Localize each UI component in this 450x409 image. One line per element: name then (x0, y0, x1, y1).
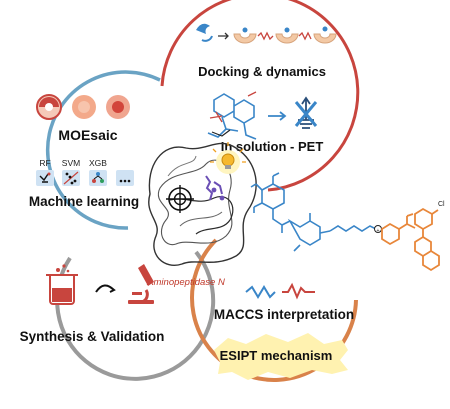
microscope-icon (128, 264, 154, 304)
docking-icons (196, 23, 337, 44)
blue-wave-icon (245, 285, 276, 299)
pet-arrow-icon (268, 111, 287, 121)
svm-model-icon (62, 170, 80, 186)
protein-pocket-icon (313, 26, 337, 44)
red-wave-icon (282, 282, 315, 300)
ml-model-label: XGB (89, 158, 107, 168)
ml-models: RF SVM XGB (36, 158, 134, 186)
ml-label: Machine learning (29, 194, 139, 209)
rf-model-icon (36, 170, 54, 186)
beaker-icon (46, 264, 78, 305)
blue-ring-arc (45, 70, 161, 230)
svg-text:+: + (377, 228, 380, 234)
esipt-label: ESIPT mechanism (220, 348, 333, 363)
moesaic-target-icons (36, 94, 130, 120)
orange-fragment (381, 207, 440, 272)
crosshair-icon (166, 185, 194, 213)
gray-ring-arc (55, 250, 216, 381)
protein-pocket-icon (196, 23, 213, 42)
quenched-signal-icon (294, 96, 318, 129)
maccs-label: MACCS interpretation (214, 307, 354, 322)
pet-label: In solution - PET (221, 139, 324, 154)
protein-pocket-icon (233, 27, 257, 44)
maccs-wave-icons (245, 282, 315, 300)
blue-fragment (250, 172, 331, 252)
target-icon (36, 94, 62, 120)
arrow-icon (218, 32, 229, 40)
pet-molecule-icon (207, 91, 257, 140)
xgb-model-icon (89, 170, 107, 186)
probe-molecule: + Cl (250, 172, 445, 272)
light-bulb-icon (210, 142, 246, 174)
ml-model-label: SVM (62, 158, 80, 168)
target-icon (72, 95, 96, 119)
protein-label: Aminopeptidase N (146, 277, 225, 288)
more-models-icon (116, 170, 134, 186)
moesaic-label: MOEsaic (58, 127, 117, 143)
esipt-glow (214, 333, 348, 380)
red-ring-arc (160, 0, 360, 192)
wave-icon (298, 31, 312, 41)
docking-label: Docking & dynamics (198, 64, 326, 79)
curved-arrow-icon (95, 284, 116, 293)
svg-text:Cl: Cl (438, 201, 445, 208)
synthesis-label: Synthesis & Validation (20, 329, 165, 344)
ml-model-label: RF (39, 158, 50, 168)
alkyl-linker (329, 225, 377, 232)
ring-arcs (45, 0, 360, 382)
protein-ribbon (148, 142, 257, 266)
wave-icon (257, 31, 274, 41)
protein-pocket-icon (275, 27, 299, 44)
target-icon (106, 95, 130, 119)
